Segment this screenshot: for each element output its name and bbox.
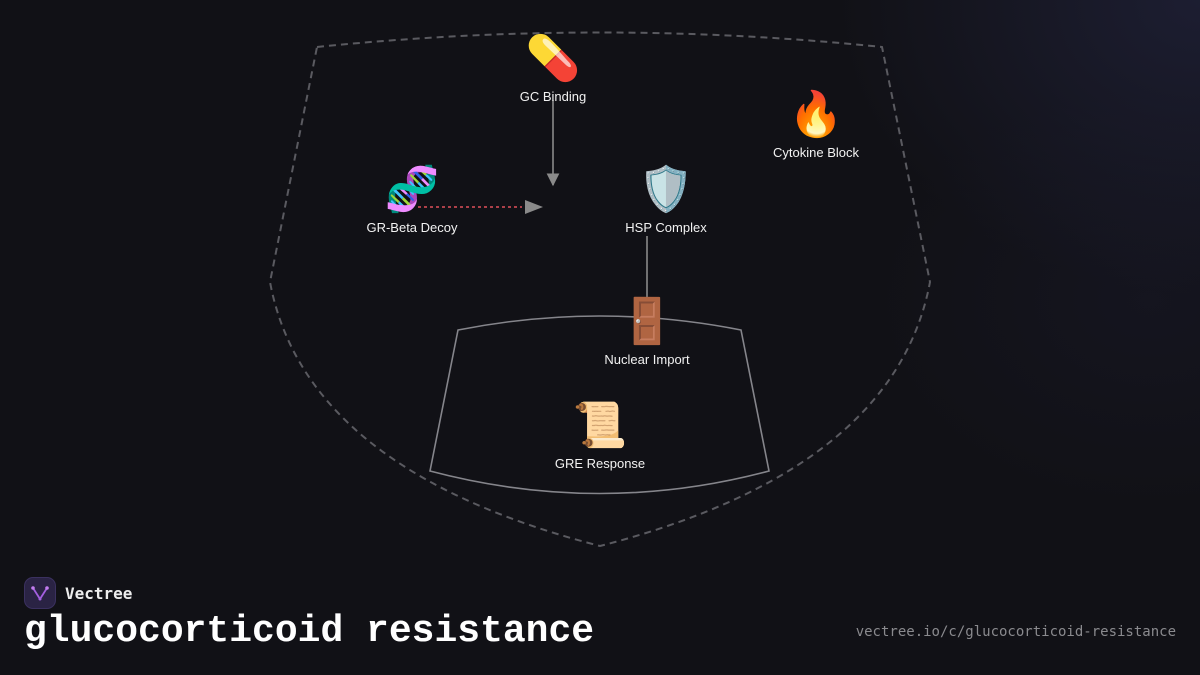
shield-icon: 🛡️ (638, 164, 694, 215)
edge-grbeta-arrowhead (525, 200, 543, 214)
node-label: HSP Complex (625, 220, 707, 235)
door-icon: 🚪 (619, 296, 675, 347)
dna-icon: 🧬 (384, 164, 440, 215)
node-label: Cytokine Block (773, 145, 859, 160)
node-hsp-complex[interactable]: 🛡️ HSP Complex (586, 164, 746, 236)
node-gc-binding[interactable]: 💊 GC Binding (473, 33, 633, 105)
pill-icon: 💊 (525, 33, 581, 84)
node-label: GC Binding (519, 89, 587, 104)
scroll-icon: 📜 (572, 400, 628, 451)
brand: Vectree (24, 577, 132, 609)
node-label: GRE Response (554, 456, 646, 471)
cell-membrane-boundary (268, 31, 932, 548)
brand-name: Vectree (65, 583, 133, 603)
node-nuclear-import[interactable]: 🚪 Nuclear Import (567, 296, 727, 368)
page-title: glucocorticoid resistance (24, 610, 595, 653)
node-cytokine-block[interactable]: 🔥 Cytokine Block (736, 89, 896, 161)
fire-icon: 🔥 (788, 89, 844, 140)
source-url[interactable]: vectree.io/c/glucocorticoid-resistance (855, 624, 1176, 640)
node-gr-beta-decoy[interactable]: 🧬 GR-Beta Decoy (332, 164, 492, 236)
nucleus-boundary (429, 315, 770, 495)
node-label: GR-Beta Decoy (366, 220, 458, 235)
vectree-logo-icon (24, 577, 56, 609)
node-gre-response[interactable]: 📜 GRE Response (520, 400, 680, 472)
node-label: Nuclear Import (604, 352, 690, 367)
